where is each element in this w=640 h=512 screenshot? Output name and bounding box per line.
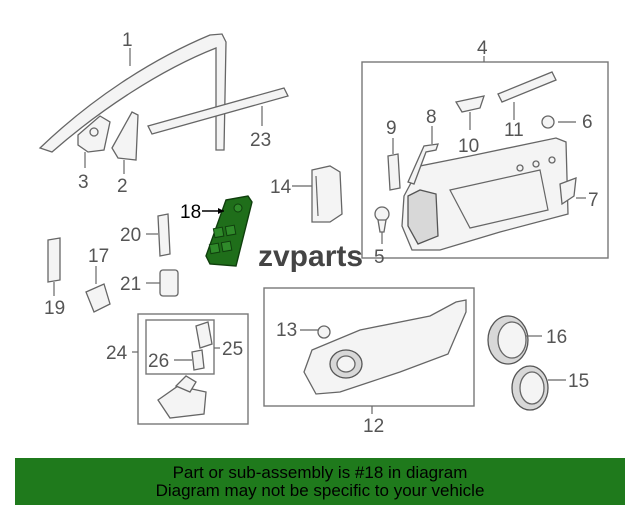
part-11-strip[interactable] [497, 71, 557, 103]
callout-21: 21 [120, 274, 141, 295]
assembly-12-box [263, 287, 475, 407]
part-door-panel[interactable] [401, 137, 569, 251]
callout-2: 2 [117, 176, 128, 197]
part-12-lower-panel[interactable] [303, 299, 467, 395]
callout-3: 3 [78, 172, 89, 193]
callout-23: 23 [250, 130, 271, 151]
arrow-18-icon [218, 208, 224, 214]
part-6-grommet[interactable] [541, 115, 555, 129]
subassembly-24-box [137, 313, 249, 425]
banner-line-1: Part or sub-assembly is #18 in diagram [172, 462, 468, 482]
callout-16: 16 [546, 327, 567, 348]
callout-26: 26 [148, 351, 169, 372]
callout-9: 9 [386, 118, 397, 139]
callout-20: 20 [120, 225, 141, 246]
part-5-clip[interactable] [374, 206, 390, 233]
callout-24: 24 [106, 343, 128, 364]
part-1-pillar-trim[interactable] [38, 33, 227, 153]
callout-25: 25 [222, 339, 243, 360]
subassembly-25-box [145, 319, 215, 375]
part-9-trim[interactable] [387, 153, 401, 191]
part-15-grille-ring[interactable] [511, 365, 549, 411]
part-3-bracket[interactable] [77, 115, 111, 153]
callout-13: 13 [276, 320, 297, 341]
part-7-bracket[interactable] [559, 177, 577, 206]
part-10-insert[interactable] [454, 95, 485, 113]
part-26-cap[interactable] [191, 349, 205, 371]
callout-18: 18 [180, 202, 201, 223]
callout-17: 17 [88, 246, 109, 267]
callout-14: 14 [270, 177, 292, 198]
part-19-rail[interactable] [47, 237, 61, 283]
part-24-housing[interactable] [157, 375, 207, 419]
watermark: zvparts [258, 240, 363, 273]
callout-19: 19 [44, 298, 65, 319]
part-8-handle[interactable] [407, 143, 439, 185]
info-banner: Part or sub-assembly is #18 in diagram D… [15, 458, 625, 505]
callout-11: 11 [504, 120, 524, 141]
callout-15: 15 [568, 371, 589, 392]
part-17-switch[interactable] [85, 283, 111, 313]
part-25-switch[interactable] [195, 321, 213, 349]
banner-line-2: Diagram may not be specific to your vehi… [155, 480, 485, 500]
part-18-window-switch[interactable] [205, 195, 253, 267]
part-2-triangle-cover[interactable] [111, 111, 139, 161]
part-23-trim-strip[interactable] [147, 87, 289, 135]
assembly-4-box [361, 61, 609, 259]
callout-6: 6 [582, 112, 593, 133]
callout-10: 10 [458, 136, 479, 157]
callout-1: 1 [122, 30, 133, 51]
part-13-screw[interactable] [317, 325, 331, 339]
callout-4: 4 [477, 38, 488, 59]
part-14-mirror-cover[interactable] [311, 165, 343, 223]
part-20-clip[interactable] [157, 213, 171, 257]
callout-12: 12 [363, 416, 384, 437]
part-21-cover[interactable] [159, 269, 179, 297]
callout-5: 5 [374, 247, 385, 268]
part-16-speaker-ring[interactable] [487, 315, 529, 365]
callout-7: 7 [588, 190, 599, 211]
callout-8: 8 [426, 107, 437, 128]
